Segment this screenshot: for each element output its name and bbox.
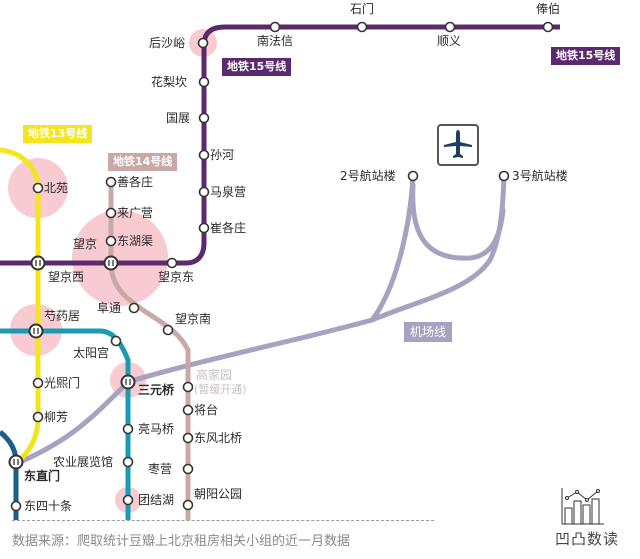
station-guozhan: 国展	[166, 111, 191, 125]
station-liufang: 柳芳	[44, 410, 69, 424]
station-nongyezhanlanguan: 农业展览馆	[53, 455, 114, 469]
station-nanfaxin: 南法信	[257, 34, 294, 48]
station-zaoying: 枣营	[148, 462, 173, 476]
station-taiyanggong: 太阳宫	[73, 346, 110, 360]
data-source-note: 数据来源：爬取统计豆瓣上北京租房相关小组的近一月数据	[12, 534, 351, 549]
station-sanyuanqiao: 三元桥	[138, 383, 175, 397]
station-liangmaqiao: 亮马桥	[138, 422, 175, 436]
line-13	[0, 147, 41, 464]
station-dongfengbeiqiao: 东风北桥	[194, 431, 243, 445]
station-dongsishitiao: 东四十条	[24, 499, 73, 513]
station-t3: 3号航站楼	[512, 169, 568, 183]
station-t2: 2号航站楼	[340, 169, 396, 183]
station-wangjingdong: 望京东	[158, 270, 195, 284]
station-maquanying: 马泉营	[210, 185, 247, 199]
station-wangjing: 望京	[73, 237, 98, 251]
station-wangjingnan: 望京南	[175, 312, 212, 326]
station-shimen: 石门	[350, 2, 375, 16]
station-beiyuan: 北苑	[44, 181, 69, 195]
station-jiangtai: 将台	[194, 403, 219, 417]
station-laiguangying: 来广营	[117, 206, 154, 220]
airport-express-line	[17, 173, 507, 465]
brand-name: 凹凸数读	[555, 530, 620, 548]
station-chaoyanggongyuan: 朝阳公园	[194, 487, 243, 501]
line-15	[0, 24, 560, 266]
station-shunyi: 顺义	[437, 34, 462, 48]
footer-divider	[12, 520, 434, 521]
line-15-badge: 地铁15号线	[222, 58, 292, 76]
line-15-badge-east: 地铁15号线	[551, 47, 621, 65]
station-fengbo: 俸伯	[536, 2, 561, 16]
station-shaoyaoju: 芍药居	[44, 309, 81, 323]
stations	[10, 21, 554, 512]
transfer-marks	[13, 260, 131, 465]
line-14-badge: 地铁14号线	[108, 153, 178, 171]
airplane-icon	[437, 124, 479, 166]
station-houshayu: 后沙峪	[149, 36, 186, 50]
station-guangximen: 光熙门	[44, 376, 81, 390]
station-hualikan: 花梨坎	[151, 75, 188, 89]
station-donghuqu: 东湖渠	[117, 234, 154, 248]
station-dongzhimen: 东直门	[24, 469, 61, 483]
station-gaojiayuan: 高家园	[196, 368, 233, 382]
station-sunhe: 孙河	[210, 148, 235, 162]
station-tuanjiehu: 团结湖	[138, 493, 175, 507]
line-14	[108, 182, 191, 520]
station-shangezhuang: 善各庄	[117, 175, 154, 189]
station-cuigezhuang: 崔各庄	[210, 221, 247, 235]
station-wangjingxi: 望京西	[48, 270, 85, 284]
station-futong: 阜通	[97, 301, 122, 315]
airport-line-badge: 机场线	[404, 322, 453, 342]
station-gaojiayuan-note: (暂缓开通)	[194, 383, 247, 396]
transfer-stations	[8, 255, 136, 470]
line-13-badge: 地铁13号线	[23, 125, 93, 143]
brand-logo-chart	[561, 488, 604, 525]
